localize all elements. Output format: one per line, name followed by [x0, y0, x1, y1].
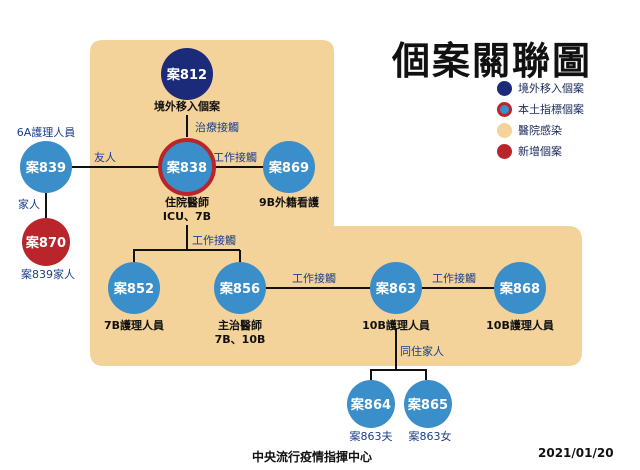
- case-852-circle: [108, 262, 160, 314]
- edge-label-863-868: 工作接觸: [432, 271, 476, 285]
- legend-label: 境外移入個案: [518, 82, 584, 95]
- legend-item-imported: 境外移入個案: [497, 78, 584, 98]
- footer-date: 2021/01/20: [538, 446, 614, 460]
- edge-label-863-family: 同住家人: [400, 344, 444, 358]
- case-852-node: 案852 7B護理人員: [104, 262, 164, 332]
- edge-label-839-838: 友人: [94, 150, 116, 164]
- legend-item-index: 本土指標個案: [497, 99, 584, 119]
- case-864-node: 案864 案863夫: [347, 380, 395, 443]
- case-838-node: 案838 住院醫師 ICU、7B: [158, 138, 216, 223]
- case-838-ring: [158, 138, 216, 196]
- diagram-title: 個案關聯圖: [392, 39, 593, 83]
- case-856-caption-2: 7B、10B: [215, 333, 266, 346]
- case-838-caption-1: 住院醫師: [165, 195, 209, 209]
- case-839-circle: [20, 141, 72, 193]
- case-870-circle: [22, 218, 70, 266]
- case-838-caption-2: ICU、7B: [163, 210, 211, 223]
- case-856-label: 案856: [219, 281, 260, 297]
- edge-label-856-863: 工作接觸: [292, 271, 336, 285]
- case-812-label: 案812: [166, 67, 207, 83]
- case-839-label: 案839: [25, 160, 66, 176]
- legend-item-new: 新增個案: [497, 141, 584, 161]
- case-865-node: 案865 案863女: [404, 380, 452, 443]
- case-839-node: 6A護理人員 案839: [17, 125, 76, 193]
- case-812-node: 案812 境外移入個案: [154, 48, 221, 113]
- legend-dot-index-icon: [497, 101, 512, 117]
- case-865-caption: 案863女: [409, 429, 452, 443]
- legend-item-hospital: 醫院感染: [497, 120, 584, 140]
- hospital-infection-area: [90, 40, 582, 366]
- legend-label: 醫院感染: [518, 124, 562, 137]
- case-868-label: 案868: [499, 281, 540, 297]
- case-868-circle: [494, 262, 546, 314]
- case-812-circle: [161, 48, 213, 100]
- legend-dot-hospital-icon: [497, 122, 512, 138]
- case-870-caption: 案839家人: [21, 267, 75, 281]
- case-863-node: 案863 10B護理人員: [362, 262, 430, 332]
- case-863-circle: [370, 262, 422, 314]
- case-863-label: 案863: [375, 281, 416, 297]
- edge-label-838-852-856: 工作接觸: [192, 233, 236, 247]
- case-869-circle: [263, 141, 315, 193]
- legend: 境外移入個案 本土指標個案 醫院感染 新增個案: [497, 78, 584, 162]
- case-838-label: 案838: [166, 160, 207, 176]
- legend-dot-imported-icon: [497, 80, 512, 96]
- case-869-node: 案869 9B外籍看護: [259, 141, 320, 209]
- case-865-circle: [404, 380, 452, 428]
- edge-label-839-870: 家人: [18, 197, 40, 211]
- legend-dot-new-icon: [497, 143, 512, 159]
- case-868-caption: 10B護理人員: [486, 318, 554, 332]
- case-864-caption: 案863夫: [350, 429, 393, 443]
- edge-863-family-bar: [370, 369, 427, 380]
- case-865-label: 案865: [407, 397, 448, 413]
- edge-label-838-869: 工作接觸: [213, 150, 257, 164]
- legend-label: 新增個案: [518, 145, 562, 158]
- case-856-caption-1: 主治醫師: [218, 318, 262, 332]
- edge-label-812-838: 治療接觸: [195, 120, 239, 134]
- case-852-label: 案852: [113, 281, 154, 297]
- case-864-circle: [347, 380, 395, 428]
- case-870-node: 案870 案839家人: [21, 218, 75, 281]
- case-839-caption: 6A護理人員: [17, 125, 76, 139]
- case-812-caption: 境外移入個案: [154, 99, 221, 113]
- case-868-node: 案868 10B護理人員: [486, 262, 554, 332]
- legend-label: 本土指標個案: [518, 103, 584, 116]
- case-856-circle: [214, 262, 266, 314]
- case-864-label: 案864: [350, 397, 391, 413]
- case-856-node: 案856 主治醫師 7B、10B: [214, 262, 266, 346]
- case-869-caption: 9B外籍看護: [259, 195, 320, 209]
- connector-lines: [45, 115, 494, 380]
- case-869-label: 案869: [268, 160, 309, 176]
- case-863-caption: 10B護理人員: [362, 318, 430, 332]
- footer-organization: 中央流行疫情指揮中心: [252, 450, 373, 464]
- case-870-label: 案870: [25, 235, 66, 251]
- case-852-caption: 7B護理人員: [104, 318, 164, 332]
